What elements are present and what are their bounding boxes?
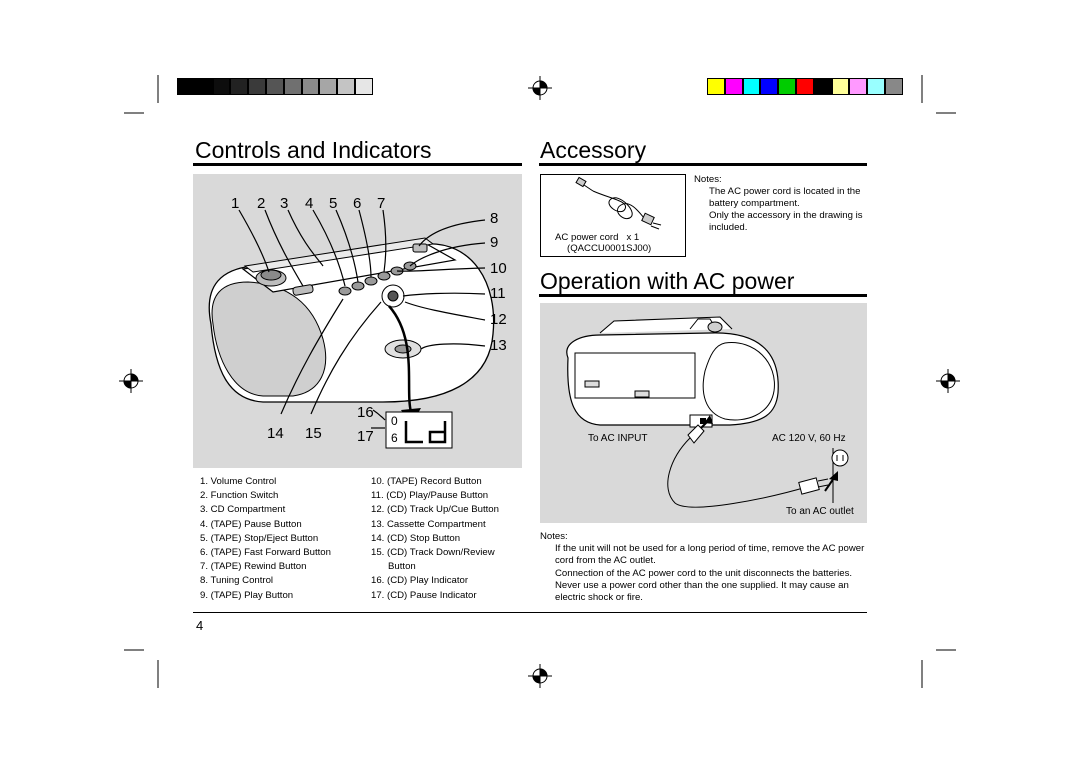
label-17: 17 <box>357 428 374 445</box>
gray-swatch <box>283 78 302 95</box>
gray-swatch <box>212 78 231 95</box>
legend-item: 5. (TAPE) Stop/Eject Button <box>200 532 319 544</box>
label-7: 7 <box>377 195 386 212</box>
label-3: 3 <box>280 195 289 212</box>
label-4: 4 <box>305 195 314 212</box>
legend-item: 13. Cassette Compartment <box>371 518 486 530</box>
gray-swatch <box>355 78 373 95</box>
gray-swatch <box>301 78 320 95</box>
legend-item: 7. (TAPE) Rewind Button <box>200 561 307 573</box>
registration-mark-left <box>119 369 143 393</box>
controls-title: Controls and Indicators <box>195 137 432 163</box>
registration-mark-right <box>936 369 960 393</box>
color-swatch <box>742 78 761 95</box>
label-11: 11 <box>490 285 506 302</box>
color-swatch <box>760 78 779 95</box>
legend-item: 15. (CD) Track Down/Review <box>371 547 495 558</box>
accessory-note-1: The AC power cord is located in the batt… <box>709 186 861 209</box>
accessory-note-2: Only the accessory in the drawing is inc… <box>709 210 863 233</box>
color-swatch <box>867 78 885 95</box>
color-swatch <box>885 78 903 95</box>
color-swatch <box>849 78 868 95</box>
gray-swatch <box>266 78 284 95</box>
controls-title-rule <box>193 163 522 166</box>
color-swatch <box>707 78 725 95</box>
to-outlet-label: To an AC outlet <box>786 506 854 517</box>
color-swatch <box>724 78 743 95</box>
legend-item: 12. (CD) Track Up/Cue Button <box>371 504 499 516</box>
gray-swatch <box>319 78 338 95</box>
legend-item: 17. (CD) Pause Indicator <box>371 589 477 601</box>
label-5: 5 <box>329 195 338 212</box>
controls-figure: 1 2 3 4 5 6 7 8 9 10 11 12 13 14 15 16 1… <box>193 174 522 468</box>
registration-mark-top <box>528 76 552 100</box>
legend-item: Button <box>388 561 416 573</box>
footer-rule <box>193 612 867 613</box>
accessory-notes-heading: Notes: <box>694 174 722 185</box>
to-ac-input-label: To AC INPUT <box>588 433 648 444</box>
label-9: 9 <box>490 234 499 251</box>
label-13: 13 <box>490 337 507 354</box>
legend-item: 11. (CD) Play/Pause Button <box>371 490 489 502</box>
label-12: 12 <box>490 311 507 328</box>
gray-swatch <box>248 78 266 95</box>
label-2: 2 <box>257 195 266 212</box>
legend-item: 14. (CD) Stop Button <box>371 532 461 544</box>
legend-item: 16. (CD) Play Indicator <box>371 575 469 587</box>
accessory-item-code: (QACCU0001SJ00) <box>567 243 652 254</box>
operation-figure: To AC INPUT AC 120 V, 60 Hz To an AC out… <box>540 303 867 523</box>
label-14: 14 <box>267 425 284 442</box>
boombox-front-illustration <box>208 209 495 449</box>
label-15: 15 <box>305 425 322 442</box>
registration-mark-bottom <box>528 664 552 688</box>
gray-swatch <box>177 78 195 95</box>
label-1: 1 <box>231 195 240 212</box>
color-swatch <box>813 78 832 95</box>
gray-swatch <box>194 78 213 95</box>
gray-swatch <box>337 78 355 95</box>
accessory-item-label: AC power cord x 1 <box>555 232 640 243</box>
legend-item: 4. (TAPE) Pause Button <box>200 518 302 530</box>
color-swatch <box>796 78 814 95</box>
color-swatch <box>778 78 796 95</box>
operation-note-2: Connection of the AC power cord to the u… <box>555 568 853 603</box>
page-number: 4 <box>196 618 204 633</box>
accessory-title-rule <box>539 163 867 166</box>
operation-note-1: If the unit will not be used for a long … <box>555 543 865 566</box>
legend-item: 9. (TAPE) Play Button <box>200 589 294 601</box>
legend-item: 3. CD Compartment <box>200 504 286 516</box>
label-16: 16 <box>357 404 374 421</box>
operation-title-rule <box>539 294 867 297</box>
gray-swatch <box>230 78 249 95</box>
voltage-label: AC 120 V, 60 Hz <box>772 433 846 444</box>
label-8: 8 <box>490 210 499 227</box>
display-glyph-play: 0 <box>391 414 398 428</box>
legend-item: 6. (TAPE) Fast Forward Button <box>200 547 331 558</box>
label-10: 10 <box>490 260 507 277</box>
accessory-box: AC power cord x 1 (QACCU0001SJ00) <box>540 174 686 257</box>
label-6: 6 <box>353 195 362 212</box>
legend-item: 10. (TAPE) Record Button <box>371 476 482 487</box>
legend-item: 8. Tuning Control <box>200 575 274 587</box>
accessory-title: Accessory <box>540 137 647 163</box>
operation-notes-heading: Notes: <box>540 531 568 542</box>
boombox-back-illustration <box>566 316 849 508</box>
color-swatch <box>831 78 850 95</box>
legend-item: 2. Function Switch <box>200 490 279 502</box>
legend-item: 1. Volume Control <box>200 476 277 487</box>
ac-cord-illustration <box>575 176 662 230</box>
operation-title: Operation with AC power <box>540 268 795 294</box>
display-glyph-pause: 6 <box>391 431 398 445</box>
